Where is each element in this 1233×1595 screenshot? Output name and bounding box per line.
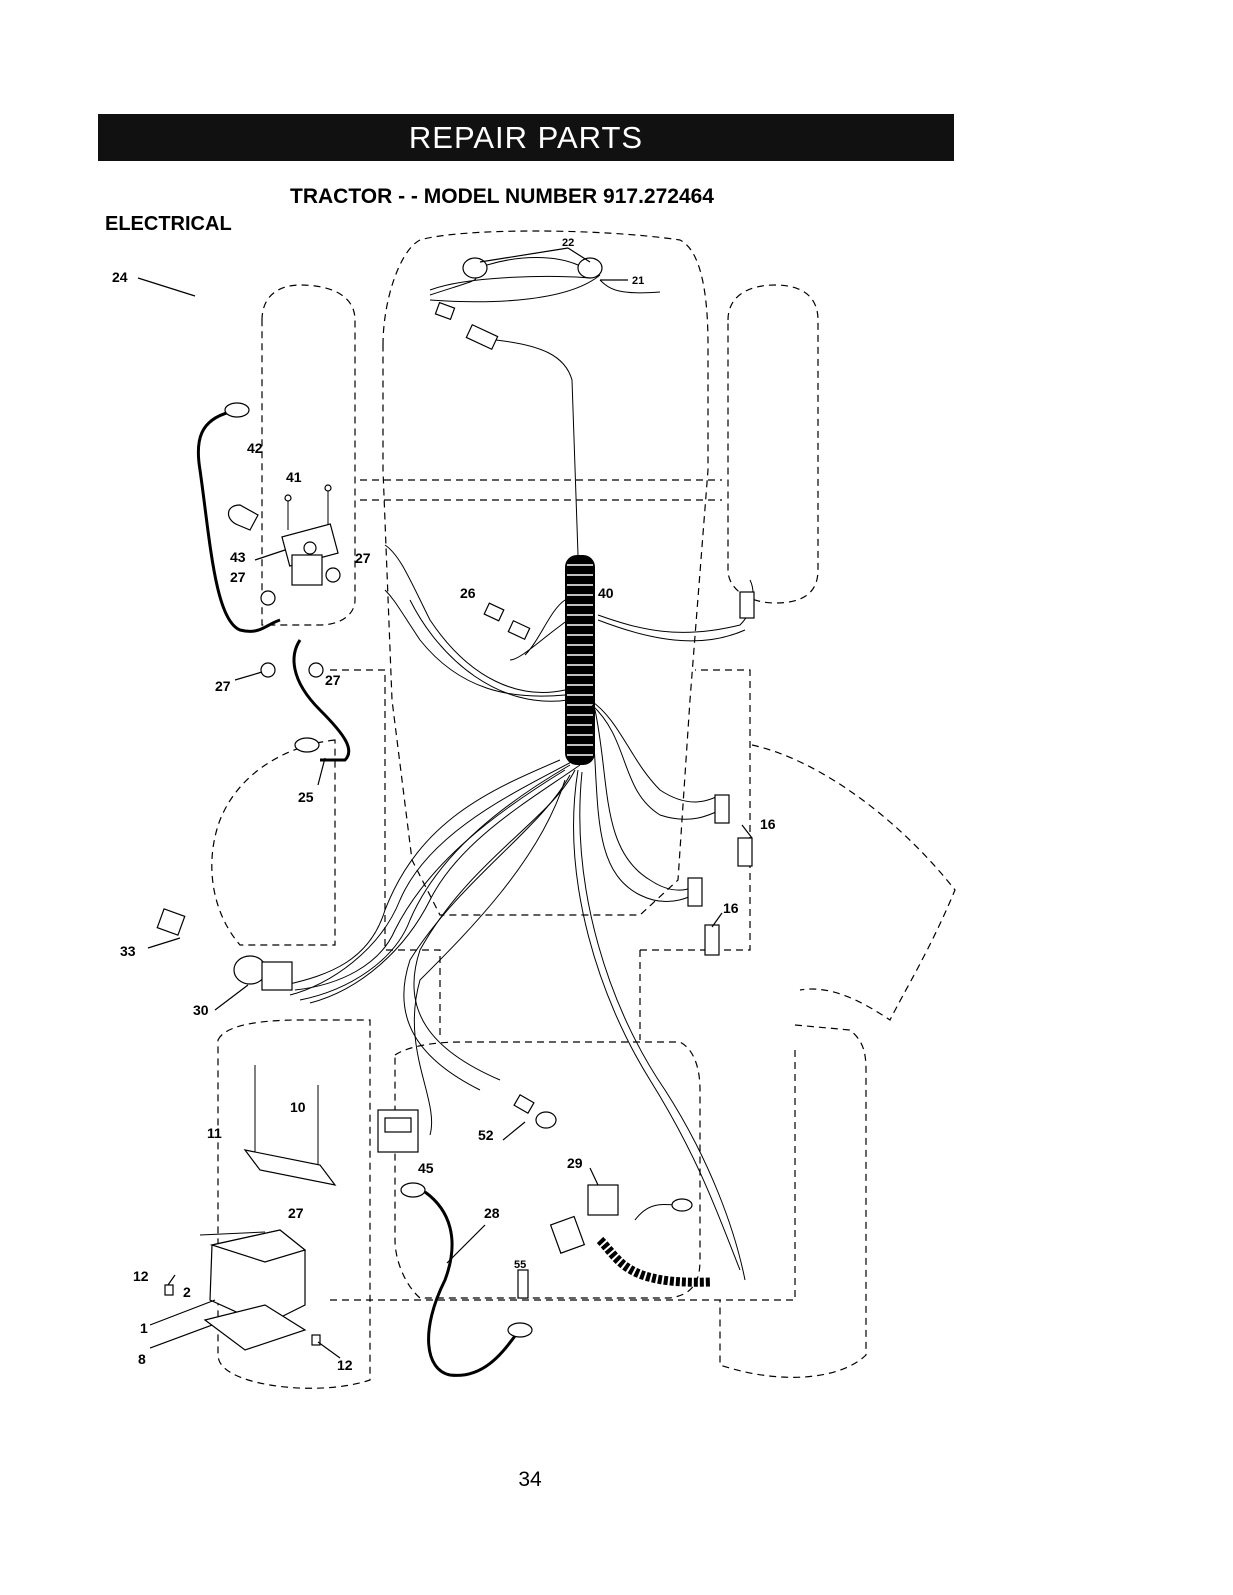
wiring-loom-40 <box>565 555 595 765</box>
battery-area <box>165 1065 335 1350</box>
hood-outline <box>383 231 708 915</box>
callout-2: 2 <box>183 1284 191 1300</box>
callout-10: 10 <box>290 1099 306 1115</box>
callout-27-right: 27 <box>355 550 371 566</box>
rear-deck-outline <box>395 1042 700 1298</box>
connectors-26 <box>484 603 529 639</box>
callout-27-left: 27 <box>230 569 246 585</box>
seat-frame-outline <box>330 670 750 1040</box>
headlight-assembly <box>430 258 660 556</box>
callout-24: 24 <box>112 269 128 285</box>
callout-8: 8 <box>138 1351 146 1367</box>
ground-cable <box>401 1183 532 1375</box>
right-front-wheel <box>728 285 818 603</box>
callout-40: 40 <box>598 585 614 601</box>
main-harness <box>285 545 753 1280</box>
callout-55: 55 <box>514 1259 526 1271</box>
callout-52: 52 <box>478 1127 494 1143</box>
battery-cables <box>198 403 349 760</box>
switch-55 <box>518 1270 528 1298</box>
light-52 <box>514 1095 556 1128</box>
callout-16-lower: 16 <box>723 900 739 916</box>
solenoid-29 <box>551 1185 710 1282</box>
callout-22: 22 <box>562 237 574 249</box>
callout-25: 25 <box>298 789 314 805</box>
callout-28: 28 <box>484 1205 500 1221</box>
right-fender-outline <box>752 745 955 1020</box>
switch-33 <box>157 909 185 935</box>
right-rear-wheel <box>720 1025 866 1377</box>
callout-11: 11 <box>207 1125 222 1141</box>
callout-42: 42 <box>247 440 263 456</box>
ignition-switch <box>234 956 292 990</box>
rear-frame-outline <box>330 1050 795 1300</box>
callout-1: 1 <box>140 1320 148 1336</box>
left-fender-outline <box>212 740 335 945</box>
connectors-16 <box>688 592 754 955</box>
tractor-outline <box>212 231 955 1388</box>
page-number: 34 <box>500 1468 560 1492</box>
callout-27-center: 27 <box>325 672 341 688</box>
callout-21: 21 <box>632 275 644 287</box>
callout-12-left: 12 <box>133 1268 149 1284</box>
callout-27-battery: 27 <box>288 1205 304 1221</box>
front-axle-outline <box>360 480 722 500</box>
callout-16-upper: 16 <box>760 816 776 832</box>
callout-27-lower: 27 <box>215 678 231 694</box>
callout-29: 29 <box>567 1155 583 1171</box>
callout-26: 26 <box>460 585 476 601</box>
callout-41: 41 <box>286 469 302 485</box>
callout-43: 43 <box>230 549 246 565</box>
callout-45: 45 <box>418 1160 434 1176</box>
callout-12-right: 12 <box>337 1357 353 1373</box>
callout-33: 33 <box>120 943 136 959</box>
callout-30: 30 <box>193 1002 209 1018</box>
hour-meter <box>378 1110 418 1152</box>
